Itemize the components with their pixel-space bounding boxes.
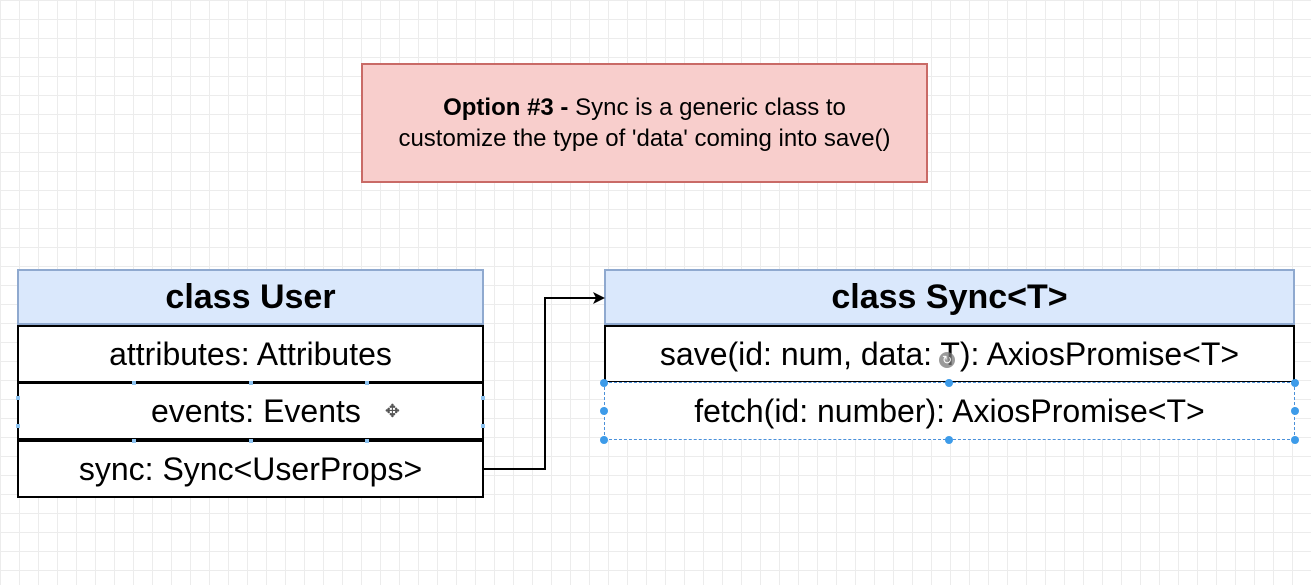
hover-tick bbox=[16, 424, 20, 428]
user-class-header[interactable]: class User bbox=[17, 269, 484, 325]
resize-handle[interactable] bbox=[1291, 379, 1299, 387]
hover-tick bbox=[365, 381, 369, 385]
user-class-box[interactable]: class User attributes: Attributes events… bbox=[17, 269, 484, 498]
note-line-2: customize the type of 'data' coming into… bbox=[398, 125, 891, 152]
hover-tick bbox=[481, 396, 485, 400]
sync-class-title: class Sync<T> bbox=[831, 277, 1068, 316]
resize-handle[interactable] bbox=[600, 379, 608, 387]
sync-class-header[interactable]: class Sync<T> bbox=[604, 269, 1295, 325]
note-bold-text: Option #3 - bbox=[443, 94, 569, 121]
sync-fetch-label: fetch(id: number): AxiosPromise<T> bbox=[694, 392, 1205, 429]
resize-handle[interactable] bbox=[1291, 436, 1299, 444]
move-cursor-icon: ✥ bbox=[384, 400, 400, 421]
hover-tick bbox=[249, 439, 253, 443]
resize-handle[interactable] bbox=[1291, 407, 1299, 415]
hover-tick bbox=[365, 439, 369, 443]
note-text-1: Sync is a generic class to bbox=[568, 94, 846, 121]
sync-fetch-row[interactable]: fetch(id: number): AxiosPromise<T> bbox=[604, 382, 1295, 440]
option-note[interactable]: Option #3 - Sync is a generic class to c… bbox=[361, 63, 928, 183]
user-events-row[interactable]: events: Events ✥ bbox=[17, 382, 484, 440]
hover-tick bbox=[481, 424, 485, 428]
hover-tick bbox=[132, 439, 136, 443]
hover-tick bbox=[16, 396, 20, 400]
resize-handle[interactable] bbox=[600, 407, 608, 415]
resize-handle[interactable] bbox=[945, 436, 953, 444]
user-attributes-label: attributes: Attributes bbox=[109, 335, 392, 372]
note-line-1: Option #3 - Sync is a generic class to bbox=[443, 92, 846, 123]
user-sync-label: sync: Sync<UserProps> bbox=[78, 450, 423, 487]
hover-tick bbox=[249, 381, 253, 385]
user-sync-row[interactable]: sync: Sync<UserProps> bbox=[17, 440, 484, 498]
hover-tick bbox=[132, 381, 136, 385]
user-events-label: events: Events bbox=[151, 392, 361, 429]
resize-handle[interactable] bbox=[600, 436, 608, 444]
rotate-handle-icon[interactable]: ↻ bbox=[939, 352, 955, 368]
resize-handle[interactable] bbox=[945, 379, 953, 387]
user-class-title: class User bbox=[165, 277, 336, 316]
